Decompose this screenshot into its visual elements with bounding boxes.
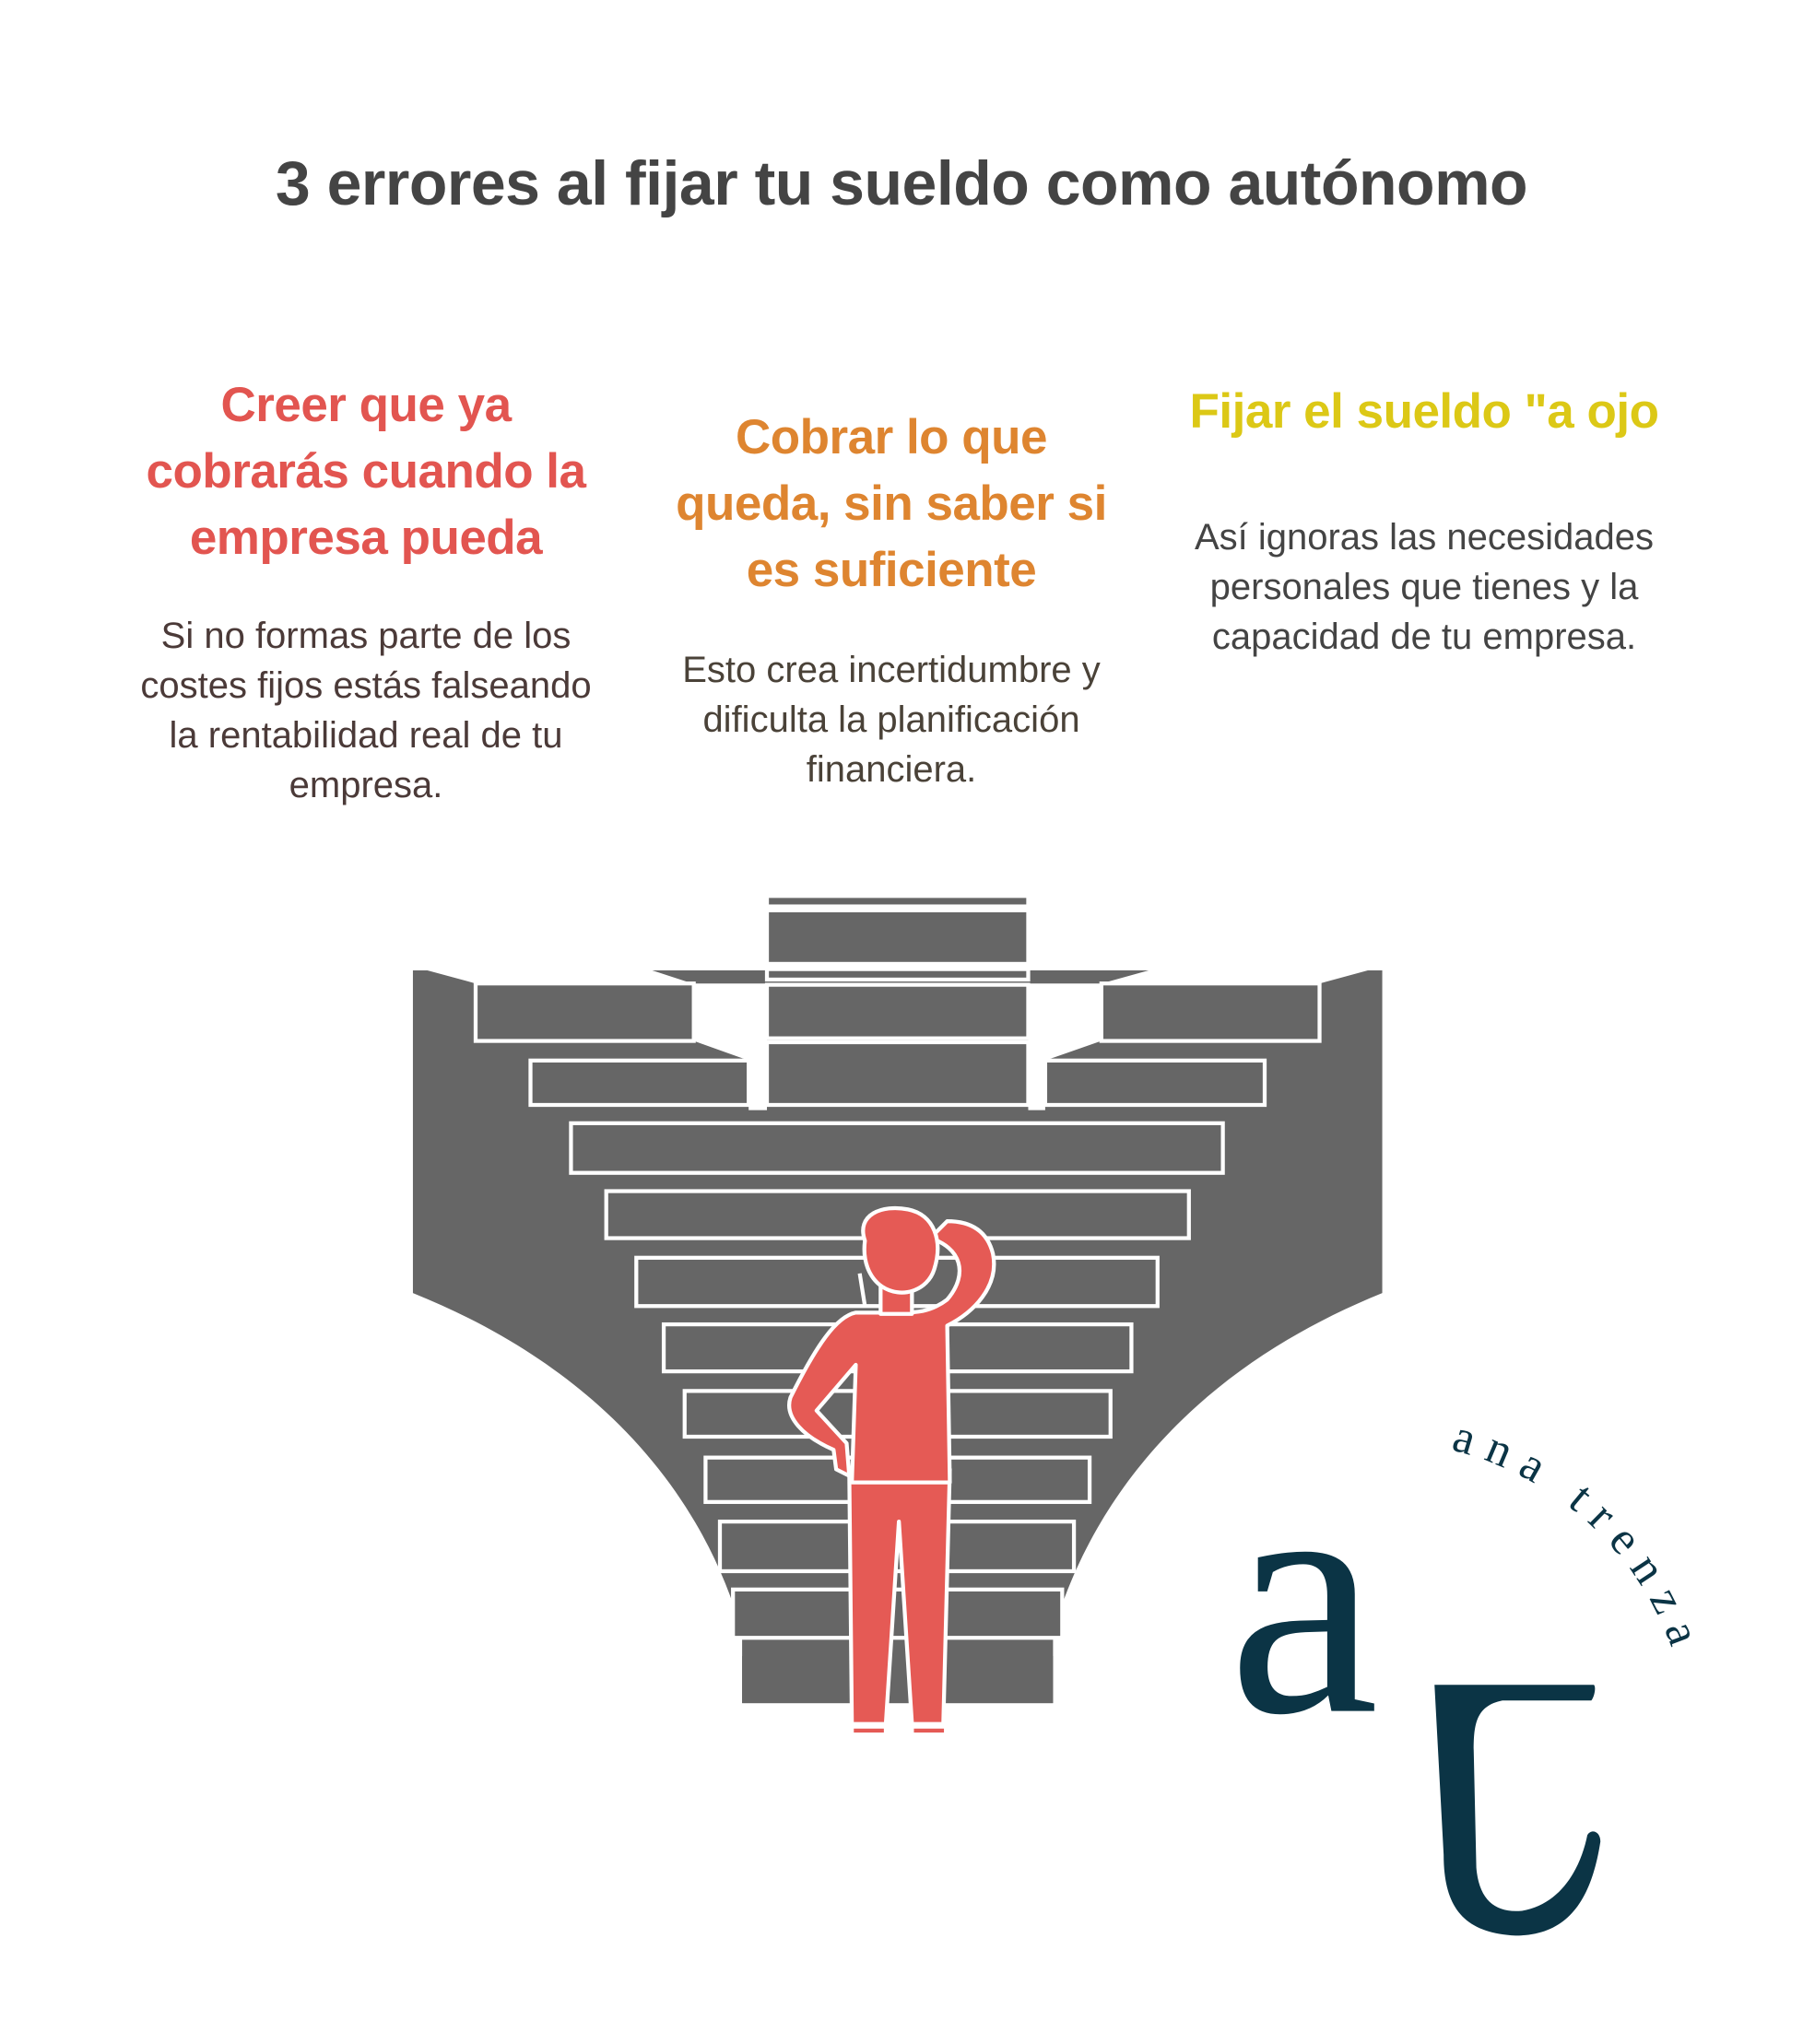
error-description-1: Si no formas parte de los costes fijos e… bbox=[140, 616, 592, 805]
error-description-3: Así ignoras las necesidades personales q… bbox=[1194, 517, 1655, 657]
logo-monogram-t bbox=[1434, 1685, 1601, 1936]
error-description-2: Esto crea incertidumbre y dificulta la p… bbox=[682, 650, 1101, 790]
logo-monogram-a: a bbox=[1228, 1409, 1379, 1785]
ana-trenza-logo: a ana trenza bbox=[1228, 1409, 1715, 1936]
error-heading-1: Creer que ya cobrarás cuando la empresa … bbox=[146, 378, 586, 565]
logo-name: ana trenza bbox=[1447, 1410, 1715, 1663]
error-heading-3: Fijar el sueldo "a ojo bbox=[1189, 384, 1659, 439]
thinking-person-icon bbox=[787, 1205, 996, 1737]
error-heading-2: Cobrar lo que queda, sin saber si es suf… bbox=[676, 410, 1107, 597]
page-title: 3 errores al fijar tu sueldo como autóno… bbox=[275, 148, 1528, 218]
